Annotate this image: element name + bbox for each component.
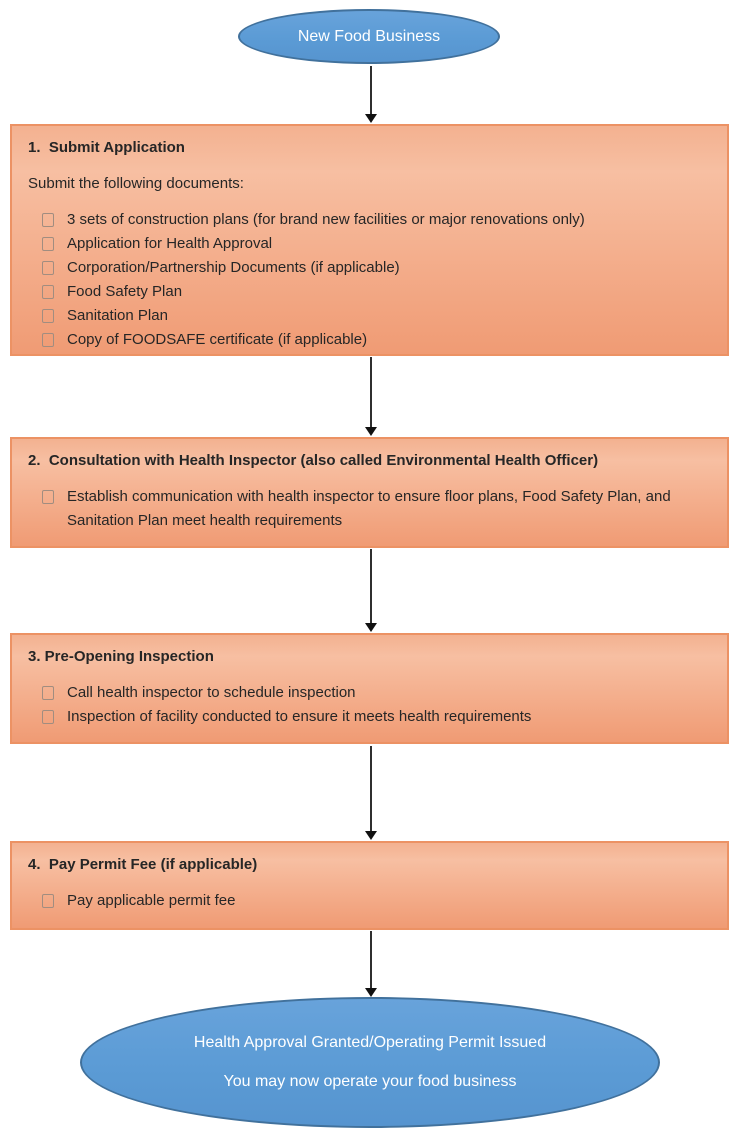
arrow-shaft (370, 357, 372, 427)
bullet-text: Copy of FOODSAFE certificate (if applica… (67, 331, 368, 348)
bullet-item: Food Safety Plan (28, 280, 711, 304)
step-title: 2. Consultation with Health Inspector (a… (28, 452, 599, 469)
arrow-shaft (370, 549, 372, 623)
bullet-text: 3 sets of construction plans (for brand … (67, 211, 585, 228)
bullet-text: Call health inspector to schedule inspec… (67, 684, 356, 701)
empty-box-bullet-icon (42, 309, 54, 323)
down-arrow-icon (365, 931, 377, 997)
arrow-head (365, 988, 377, 997)
empty-box-bullet-icon (42, 261, 54, 275)
empty-box-bullet-icon (42, 490, 54, 504)
bullet-text: Corporation/Partnership Documents (if ap… (67, 259, 400, 276)
step-intro: Submit the following documents: (28, 175, 244, 192)
bullet-text: Establish communication with health insp… (67, 488, 671, 529)
arrow-head (365, 623, 377, 632)
bullet-text: Inspection of facility conducted to ensu… (67, 708, 532, 725)
arrow-shaft (370, 66, 372, 114)
empty-box-bullet-icon (42, 237, 54, 251)
down-arrow-icon (365, 66, 377, 123)
empty-box-bullet-icon (42, 285, 54, 299)
down-arrow-icon (365, 549, 377, 632)
bullet-item: Application for Health Approval (28, 232, 711, 256)
bullet-item: Sanitation Plan (28, 304, 711, 328)
end-terminator-line2: You may now operate your food business (223, 1073, 517, 1090)
down-arrow-icon (365, 357, 377, 436)
bullet-text: Sanitation Plan (67, 307, 168, 324)
bullet-text: Pay applicable permit fee (67, 892, 236, 909)
bullet-text: Application for Health Approval (67, 235, 273, 252)
start-terminator-label: New Food Business (297, 27, 441, 45)
empty-box-bullet-icon (42, 710, 54, 724)
arrow-shaft (370, 931, 372, 988)
step-title: 4. Pay Permit Fee (if applicable) (28, 856, 258, 873)
arrow-head (365, 114, 377, 123)
bullet-item: Inspection of facility conducted to ensu… (28, 705, 711, 729)
start-terminator: New Food Business (238, 9, 500, 64)
arrow-shaft (370, 746, 372, 831)
empty-box-bullet-icon (42, 213, 54, 227)
bullet-item: Call health inspector to schedule inspec… (28, 681, 711, 705)
arrow-head (365, 831, 377, 840)
bullet-list: Pay applicable permit fee (28, 889, 711, 913)
arrow-head (365, 427, 377, 436)
empty-box-bullet-icon (42, 894, 54, 908)
step-title: 3. Pre-Opening Inspection (28, 648, 214, 665)
end-terminator-line1: Health Approval Granted/Operating Permit… (193, 1034, 547, 1051)
bullet-item: Corporation/Partnership Documents (if ap… (28, 256, 711, 280)
bullet-list: Establish communication with health insp… (28, 485, 711, 533)
bullet-item: Copy of FOODSAFE certificate (if applica… (28, 328, 711, 352)
empty-box-bullet-icon (42, 333, 54, 347)
bullet-text: Food Safety Plan (67, 283, 183, 300)
step-box-pre-opening-inspection: 3. Pre-Opening Inspection Call health in… (10, 633, 729, 744)
bullet-item: Establish communication with health insp… (28, 485, 711, 533)
bullet-list: 3 sets of construction plans (for brand … (28, 208, 711, 352)
step-box-pay-permit-fee: 4. Pay Permit Fee (if applicable) Pay ap… (10, 841, 729, 930)
step-box-submit-application: 1. Submit Application Submit the followi… (10, 124, 729, 356)
end-terminator: Health Approval Granted/Operating Permit… (80, 997, 660, 1128)
bullet-list: Call health inspector to schedule inspec… (28, 681, 711, 729)
empty-box-bullet-icon (42, 686, 54, 700)
bullet-item: Pay applicable permit fee (28, 889, 711, 913)
bullet-item: 3 sets of construction plans (for brand … (28, 208, 711, 232)
step-box-consultation: 2. Consultation with Health Inspector (a… (10, 437, 729, 548)
down-arrow-icon (365, 746, 377, 840)
step-title: 1. Submit Application (28, 139, 185, 156)
